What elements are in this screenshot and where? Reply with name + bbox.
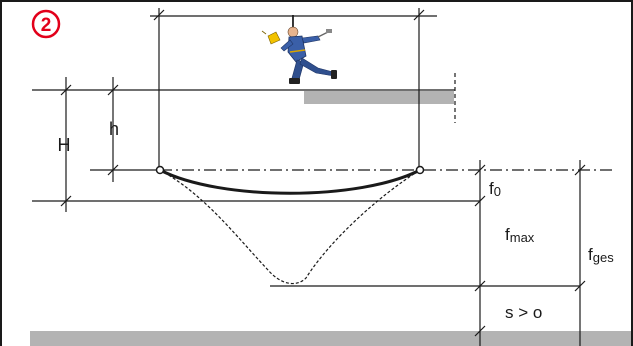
fges-label: fges	[588, 245, 614, 265]
f0-dimension: f0	[474, 160, 501, 346]
fall-height-dimension: H	[58, 77, 72, 212]
height-dimension: h	[107, 77, 119, 182]
span-label: l	[291, 13, 295, 35]
fges-tick-bottom	[574, 280, 586, 292]
clearance-tick-bottom	[474, 325, 486, 337]
f0-label: f0	[489, 179, 501, 199]
working-platform	[304, 91, 454, 104]
step-badge: 2	[31, 9, 61, 39]
fall-height-tick-bottom	[60, 195, 72, 207]
badge-number: 2	[41, 15, 52, 36]
span-dimension: l	[150, 8, 437, 170]
badge-circle	[31, 9, 61, 39]
fmax-dimension: fmax s > o	[474, 225, 542, 337]
falling-worker-icon	[261, 26, 337, 84]
height-tick-bottom	[107, 164, 119, 176]
f0-tick-bottom	[474, 195, 486, 207]
fges-dimension: fges	[574, 160, 614, 346]
net-static-sag	[159, 168, 421, 195]
ground-surface	[30, 331, 631, 346]
height-tick-top	[107, 84, 119, 96]
net-dynamic-deflection	[159, 169, 421, 285]
clearance-label: s > o	[505, 303, 542, 322]
fmax-label: fmax	[505, 225, 535, 245]
net-anchor-right	[415, 165, 425, 175]
net-anchor-left	[155, 165, 165, 175]
fall-height-label: H	[58, 135, 71, 155]
fall-height-tick-top	[60, 84, 72, 96]
fges-tick-top	[574, 164, 586, 176]
f0-tick-top	[474, 164, 486, 176]
height-label: h	[109, 119, 119, 139]
fmax-tick-bottom	[474, 280, 486, 292]
